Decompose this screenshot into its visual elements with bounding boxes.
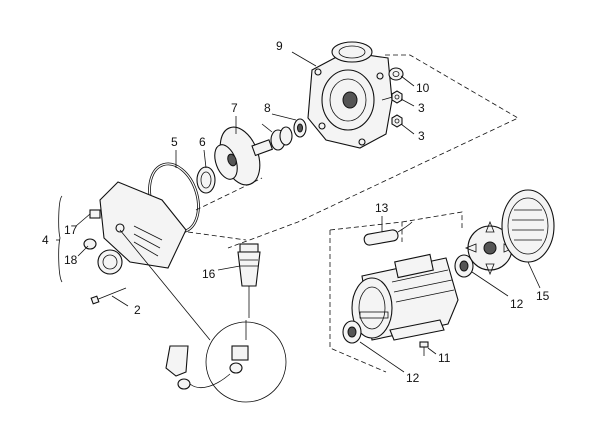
callout-5: 5 [171,135,178,149]
screw [419,341,429,356]
callout-17: 17 [64,223,78,237]
callout-11: 11 [438,351,451,365]
electric-motor [351,253,459,341]
plug-17 [89,209,101,219]
pump-housing [307,41,397,149]
seal-ring [196,166,216,194]
cooling-fan [464,220,516,276]
group-bracket-4 [56,195,63,283]
pump-cover [97,181,187,275]
callout-2: 2 [134,303,141,317]
callout-labels: 9 10 3 3 7 8 5 6 4 17 18 16 2 13 12 15 1… [42,39,550,385]
bolt [90,287,127,305]
fan-cover [501,189,555,263]
nut-lower [391,114,403,128]
callout-4: 4 [42,233,49,247]
capacitor [363,221,413,246]
callout-16: 16 [202,267,216,281]
plug-18 [83,238,97,250]
callout-8: 8 [264,101,271,115]
elbow-fitting [165,345,231,390]
bearing-rear [454,254,474,278]
pressure-switch [237,243,261,318]
callout-12-front: 12 [406,371,420,385]
callout-6: 6 [199,135,206,149]
assembly-guide-lines [187,54,519,373]
washer [388,67,404,81]
leader-lines [75,51,541,373]
bearing-front [342,320,362,344]
callout-3-upper: 3 [418,101,425,115]
callout-10: 10 [416,81,430,95]
impeller [214,126,274,186]
callout-18: 18 [64,253,78,267]
callout-3-lower: 3 [418,129,425,143]
callout-12-rear: 12 [510,297,524,311]
callout-13: 13 [375,201,389,215]
callout-7: 7 [231,101,238,115]
nut-upper [391,90,403,104]
mechanical-seal [270,118,307,151]
callout-15: 15 [536,289,550,303]
detail-circle [119,229,287,403]
callout-9: 9 [276,39,283,53]
